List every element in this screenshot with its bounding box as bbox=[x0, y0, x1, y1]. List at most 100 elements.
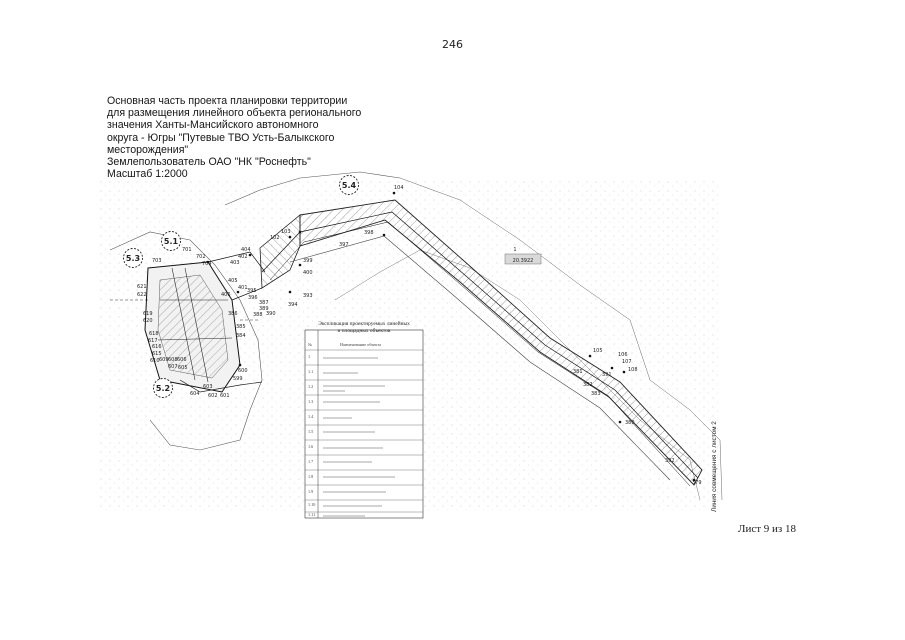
corridor-hatched-band bbox=[299, 199, 703, 486]
point-label: 704 bbox=[202, 261, 212, 267]
point-label: 615 bbox=[152, 351, 162, 357]
terrain-contour bbox=[399, 177, 723, 501]
point-label: 385 bbox=[236, 324, 246, 330]
point-label: 381 bbox=[573, 369, 583, 375]
legend-row-number: № bbox=[308, 342, 312, 347]
point-label: 609 bbox=[159, 357, 169, 363]
title-line: округа - Югры "Путевые ТВО Усть-Балыкско… bbox=[107, 131, 335, 144]
terrain-contour bbox=[224, 171, 401, 206]
point-label: 387 bbox=[259, 300, 269, 306]
title-line: значения Ханты-Мансийского автономного bbox=[107, 119, 319, 132]
title-line: месторождения" bbox=[107, 143, 189, 156]
point-label: 405 bbox=[228, 278, 238, 284]
legend-row-number: 1.1 bbox=[308, 369, 313, 374]
point-label: 617 bbox=[148, 338, 158, 344]
legend-row-number: 1.4 bbox=[308, 414, 314, 419]
point-label: 380 bbox=[625, 420, 635, 426]
pad-access-line bbox=[207, 251, 266, 301]
title-line: для размещения линейного объекта региона… bbox=[107, 107, 362, 120]
point-label: 404 bbox=[241, 247, 251, 253]
title-line: Основная часть проекта планировки террит… bbox=[107, 95, 348, 107]
point-label: 600 bbox=[238, 368, 248, 374]
point-label: 607 bbox=[168, 364, 178, 370]
legend-row-number: 1.9 bbox=[308, 489, 313, 494]
pad-dashed-line bbox=[110, 299, 260, 321]
parcel-label: 1 20.3922 bbox=[504, 247, 542, 265]
point-label: 394 bbox=[288, 302, 298, 308]
zone-marker-5-3: 5.3 bbox=[123, 248, 143, 268]
point-label: 701 bbox=[182, 247, 192, 253]
point-label: 108 bbox=[628, 367, 638, 373]
point-label: 396 bbox=[248, 295, 258, 301]
point-label: 619 bbox=[143, 311, 153, 317]
title-line: Масштаб 1:2000 bbox=[107, 168, 188, 181]
zone-label: 5.1 bbox=[164, 237, 179, 246]
point-label: 383 bbox=[591, 391, 601, 397]
corridor-offset bbox=[289, 235, 671, 481]
legend-row-number: 1.7 bbox=[308, 459, 313, 464]
point-label: 620 bbox=[143, 318, 153, 324]
sheet-label: Лист 9 из 18 bbox=[738, 523, 797, 535]
point-label: 105 bbox=[593, 348, 603, 354]
point-label: 402 bbox=[238, 254, 248, 260]
survey-points bbox=[206, 191, 696, 482]
pad-internal-line bbox=[157, 267, 233, 383]
point-label: 393 bbox=[303, 293, 313, 299]
point-label: 397 bbox=[339, 242, 349, 248]
legend-row-number: 1 bbox=[308, 354, 310, 359]
point-label: 606 bbox=[177, 357, 187, 363]
point-label: 601 bbox=[220, 393, 230, 399]
page-number: 246 bbox=[442, 38, 463, 51]
terrain-contour bbox=[109, 231, 263, 451]
zone-label: 5.3 bbox=[126, 254, 140, 263]
point-label: 403 bbox=[230, 260, 240, 266]
point-label: 103 bbox=[281, 229, 291, 235]
legend-row-number: 1.3 bbox=[308, 399, 313, 404]
corridor-hatched-band-2 bbox=[259, 214, 301, 289]
legend-rows bbox=[305, 349, 423, 513]
point-label: 621 bbox=[137, 284, 147, 290]
point-label: 395 bbox=[247, 288, 257, 294]
point-label: 604 bbox=[190, 391, 200, 397]
point-label: 106 bbox=[618, 352, 628, 358]
zone-label: 5.4 bbox=[342, 181, 357, 190]
point-label: 622 bbox=[137, 292, 147, 298]
point-label: 379 bbox=[692, 480, 702, 486]
point-label: 608 bbox=[168, 357, 178, 363]
point-label: 703 bbox=[152, 258, 162, 264]
point-label: 400 bbox=[303, 270, 313, 276]
point-label: 391 bbox=[602, 372, 612, 378]
parcel-number: 1 bbox=[513, 247, 516, 253]
point-label: 605 bbox=[178, 365, 188, 371]
legend-column-header: Наименование объекта bbox=[340, 342, 381, 347]
point-label: 390 bbox=[266, 311, 276, 317]
explication-table: Экспликация проектируемых линейных и пло… bbox=[304, 320, 424, 519]
point-label: 603 bbox=[203, 384, 213, 390]
zone-marker-5-1: 5.1 bbox=[161, 231, 181, 251]
point-label: 102 bbox=[270, 235, 280, 241]
legend-row-number: 1.5 bbox=[308, 429, 313, 434]
point-label: 618 bbox=[149, 331, 159, 337]
legend-row-number: 1.10 bbox=[308, 502, 315, 507]
parcel-area: 20.3922 bbox=[513, 258, 534, 264]
legend-row-number: 1.6 bbox=[308, 444, 313, 449]
match-line-label: Линия совмещения с листом 2 bbox=[711, 421, 718, 512]
point-label: 382 bbox=[583, 382, 593, 388]
point-label: 384 bbox=[236, 333, 246, 339]
zone-label: 5.2 bbox=[156, 384, 170, 393]
pad-south-line bbox=[179, 379, 263, 393]
point-label: 702 bbox=[196, 254, 206, 260]
title-block: Основная часть проекта планировки террит… bbox=[107, 95, 377, 180]
legend-title-line: и площадных объектов bbox=[338, 327, 391, 334]
legend-row-text-placeholder bbox=[323, 357, 395, 517]
legend-title-line: Экспликация проектируемых линейных bbox=[318, 320, 410, 327]
pad-hatched-area bbox=[157, 274, 229, 379]
point-label: 388 bbox=[253, 312, 263, 318]
point-label: 398 bbox=[364, 230, 374, 236]
point-label: 616 bbox=[152, 344, 162, 350]
point-label: 599 bbox=[233, 376, 243, 382]
legend-row-number: 1.8 bbox=[308, 474, 313, 479]
zone-marker-5-2: 5.2 bbox=[153, 378, 173, 398]
legend-row-number: 1.11 bbox=[308, 512, 315, 517]
